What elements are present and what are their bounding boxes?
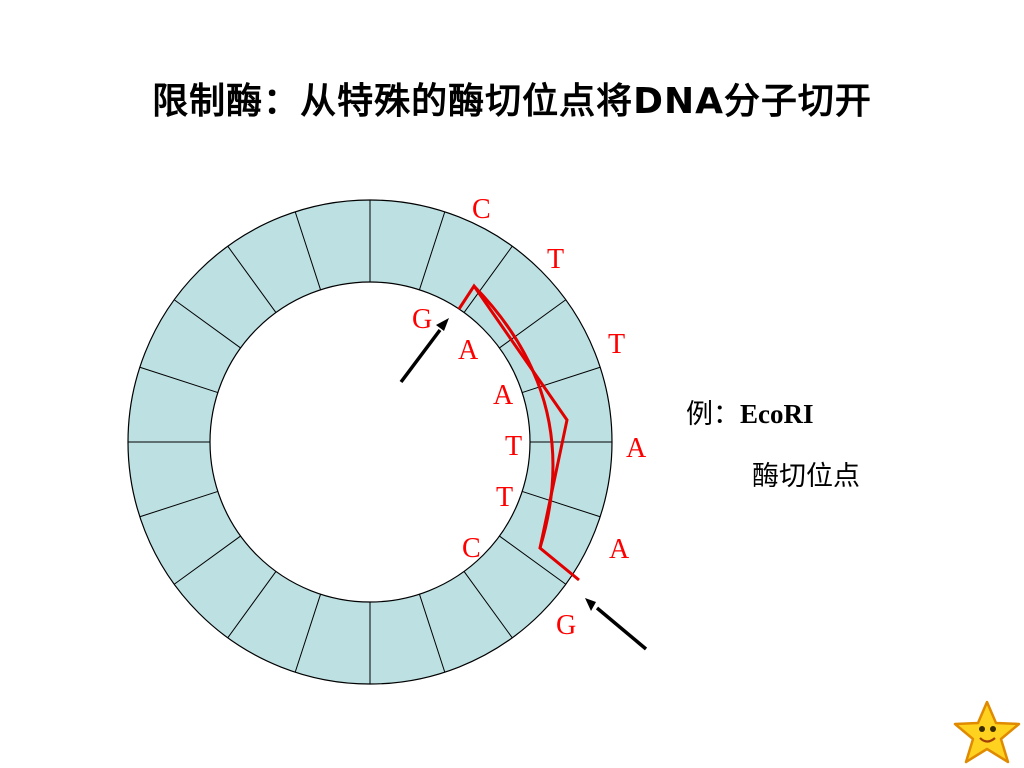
base-inner-4: T (505, 431, 522, 462)
base-outer-5: A (609, 534, 630, 565)
cut-site-arrow-lower (585, 598, 648, 651)
ring-divider (418, 211, 446, 290)
base-inner-1: G (412, 304, 432, 335)
dna-ring (127, 199, 613, 685)
ring-divider (227, 571, 277, 639)
ring-divider (463, 245, 513, 313)
base-outer-3: T (608, 329, 625, 360)
base-outer-2: T (547, 244, 564, 275)
star-mascot-icon (953, 700, 1021, 764)
example-line: 例：EcoRI (686, 392, 814, 431)
base-outer-1: C (472, 194, 491, 225)
base-inner-6: C (462, 533, 481, 564)
ring-divider (463, 571, 513, 639)
cut-arc (472, 284, 555, 549)
ring-divider (173, 535, 241, 585)
inner-strand-bases: G A A T T C (412, 304, 522, 564)
ring-segment-dividers (128, 200, 612, 684)
ring-divider (227, 245, 277, 313)
ring-divider (522, 490, 601, 518)
restriction-site-label: 酶切位点 (752, 461, 860, 492)
enzyme-name: EcoRI (740, 399, 814, 429)
ring-divider (294, 594, 322, 673)
base-outer-4: A (626, 433, 647, 464)
base-inner-2: A (458, 335, 479, 366)
ring-divider (499, 535, 567, 585)
cut-site-arrow-upper (399, 318, 449, 384)
example-prefix: 例： (686, 399, 740, 430)
ring-divider (522, 366, 601, 394)
base-inner-5: T (496, 482, 513, 513)
base-outer-6: G (556, 610, 576, 641)
base-inner-3: A (493, 380, 514, 411)
slide-title: 限制酶：从特殊的酶切位点将DNA分子切开 (152, 81, 872, 122)
ring-divider (139, 490, 218, 518)
ring-inner (209, 281, 531, 603)
cut-line (457, 283, 580, 582)
ring-divider (173, 299, 241, 349)
ring-divider (418, 594, 446, 673)
ring-divider (294, 211, 322, 290)
ring-divider (139, 366, 218, 394)
outer-strand-bases: C T T A A G (472, 194, 647, 641)
